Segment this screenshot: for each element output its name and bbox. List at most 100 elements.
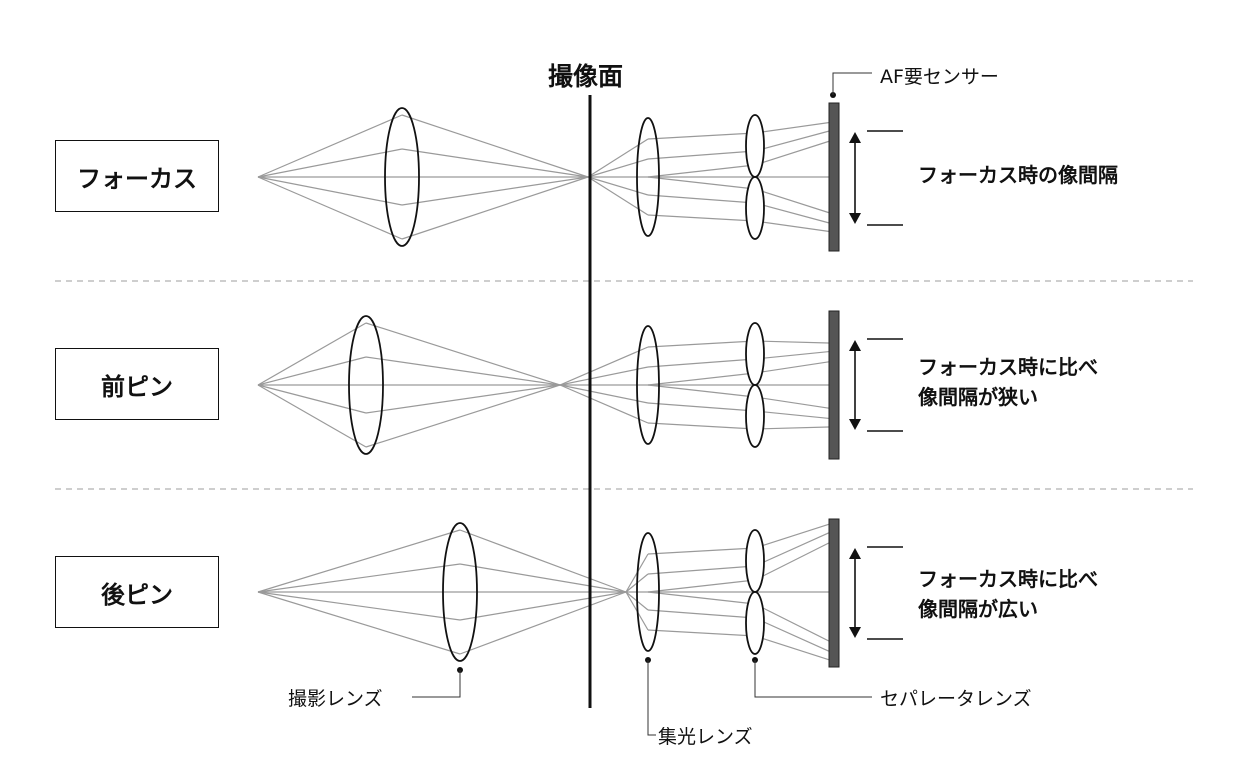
light-ray [647, 214, 756, 222]
separator-lens-upper [745, 529, 765, 593]
separator-lens-label: セパレータレンズ [880, 688, 1032, 710]
light-ray [459, 591, 627, 655]
light-ray [401, 176, 589, 240]
separator-lens-lower [745, 384, 765, 448]
af-sensors [828, 102, 840, 668]
light-ray [754, 340, 834, 344]
taking-lens-label: 撮影レンズ [288, 688, 383, 710]
condenser-lens [636, 532, 660, 652]
light-ray [754, 220, 834, 233]
light-ray [401, 114, 589, 178]
separator-lens-lower [745, 591, 765, 655]
row-desc-line: フォーカス時に比べ [918, 567, 1098, 591]
row-desc-focus: フォーカス時の像間隔 [918, 160, 1118, 190]
light-ray [647, 591, 756, 605]
separator-lens-upper [745, 114, 765, 178]
row-dividers [55, 280, 1193, 490]
light-ray [559, 366, 649, 386]
light-ray [754, 139, 834, 166]
condenser-lens-leader [647, 660, 656, 736]
light-ray [754, 530, 834, 567]
row-desc-line: 像間隔が広い [918, 597, 1038, 621]
row-label-back-focus: 後ピン [55, 556, 219, 628]
light-ray [754, 540, 834, 581]
light-ray [647, 340, 756, 348]
light-ray [647, 358, 756, 368]
light-ray [401, 148, 589, 178]
taking-lens-leader [412, 670, 461, 698]
light-ray [257, 322, 367, 386]
light-ray [754, 426, 834, 430]
light-ray [365, 384, 561, 448]
light-ray [257, 384, 367, 414]
af-sensor-bar [828, 310, 840, 460]
light-ray [754, 360, 834, 374]
light-ray [754, 129, 834, 152]
row-desc-line: フォーカス時に比べ [918, 355, 1098, 379]
af-sensor-bar [828, 102, 840, 252]
light-ray [559, 384, 649, 424]
light-ray [647, 372, 756, 386]
separator-lens-leader [754, 660, 872, 698]
spacing-arrow-head-up [849, 132, 861, 143]
af-sensor-bar [828, 518, 840, 668]
light-rays [257, 114, 834, 662]
taking-lens [348, 315, 384, 455]
light-ray [257, 384, 367, 448]
light-ray [754, 121, 834, 134]
light-ray [647, 579, 756, 593]
light-ray [459, 529, 627, 593]
condenser-lens [636, 117, 660, 237]
spacing-arrow-head-up [849, 548, 861, 559]
spacing-arrow-head-down [849, 627, 861, 638]
row-desc-line: フォーカス時の像間隔 [918, 163, 1118, 187]
spacing-arrow-head-down [849, 213, 861, 224]
light-ray [647, 384, 756, 398]
row-desc-line: 像間隔が狭い [918, 385, 1038, 409]
lenses [348, 107, 765, 662]
light-ray [647, 164, 756, 178]
light-ray [754, 522, 834, 549]
light-ray [647, 547, 756, 555]
light-ray [257, 591, 461, 655]
leader-lines [412, 72, 872, 736]
row-label-front-focus: 前ピン [55, 348, 219, 420]
light-ray [647, 629, 756, 637]
light-ray [559, 384, 649, 404]
row-desc-back-focus: フォーカス時に比べ 像間隔が広い [918, 564, 1098, 624]
row-label-focus: フォーカス [55, 140, 219, 212]
separator-lens-lower [745, 176, 765, 240]
light-ray [647, 150, 756, 160]
light-ray [754, 410, 834, 420]
taking-lens [384, 107, 420, 247]
light-ray [754, 188, 834, 215]
light-ray [647, 176, 756, 190]
row-desc-front-focus: フォーカス時に比べ 像間隔が狭い [918, 352, 1098, 412]
light-ray [365, 384, 561, 414]
condenser-lens [636, 325, 660, 445]
light-ray [401, 176, 589, 206]
taking-lens [442, 522, 478, 662]
light-ray [257, 176, 403, 206]
image-plane-title: 撮像面 [548, 62, 624, 91]
light-ray [257, 591, 461, 621]
separator-lens-upper [745, 322, 765, 386]
light-ray [754, 635, 834, 662]
light-ray [587, 158, 649, 178]
light-ray [257, 148, 403, 178]
light-ray [754, 202, 834, 225]
light-ray [257, 563, 461, 593]
light-ray [365, 322, 561, 386]
light-ray [647, 402, 756, 412]
light-ray [559, 346, 649, 386]
light-ray [459, 591, 627, 621]
af-sensor-leader [832, 72, 872, 95]
spacing-arrow-head-down [849, 419, 861, 430]
light-ray [257, 356, 367, 386]
light-ray [257, 529, 461, 593]
spacing-arrow-head-up [849, 340, 861, 351]
light-ray [754, 396, 834, 410]
light-ray [647, 565, 756, 575]
af-sensor-label: AF要センサー [880, 66, 999, 88]
